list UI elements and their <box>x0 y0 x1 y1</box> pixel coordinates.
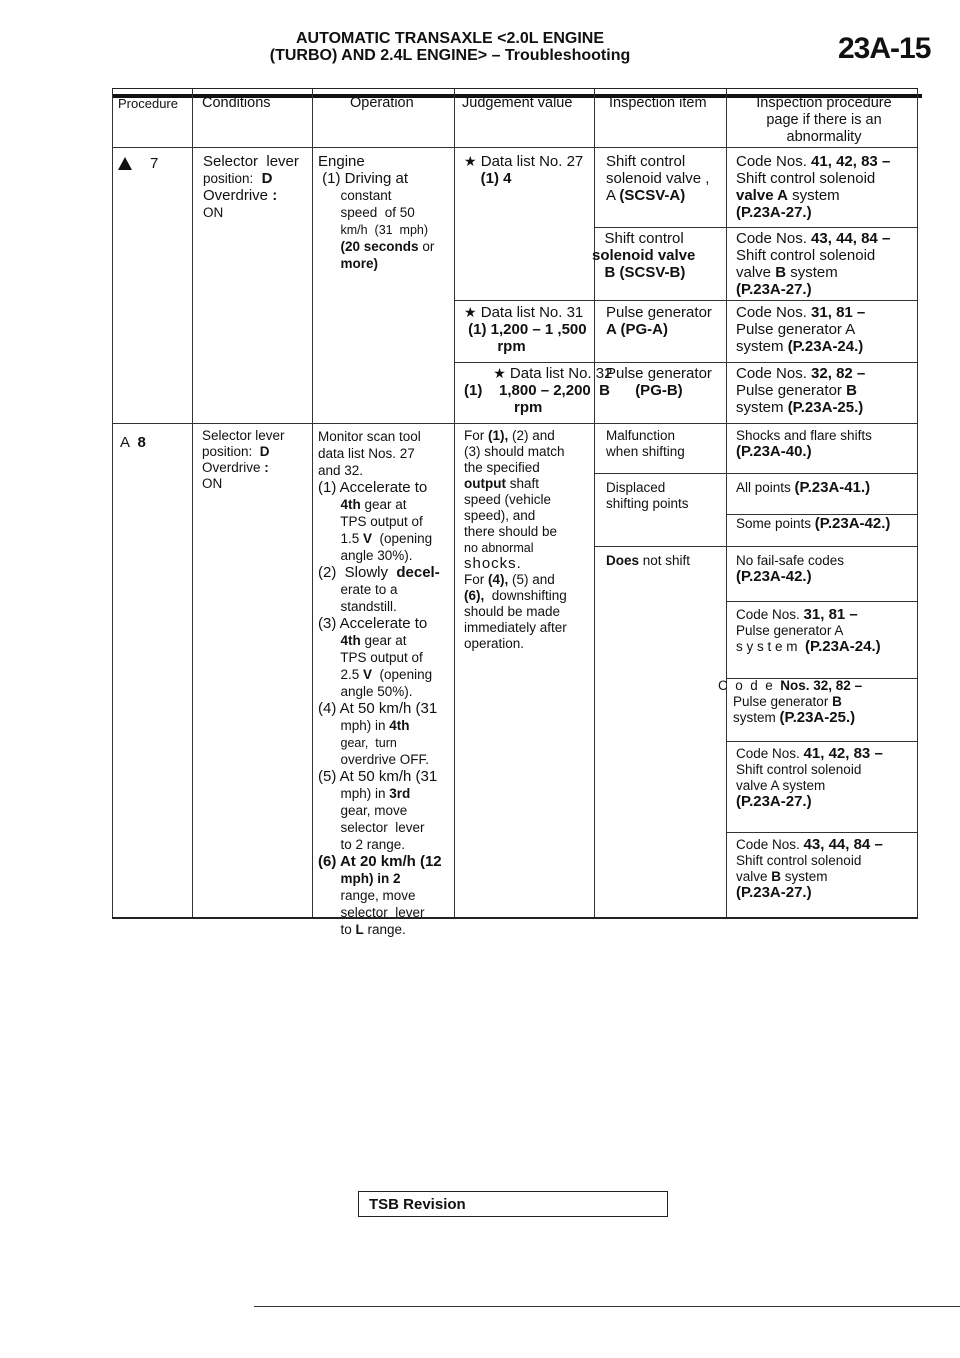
col-header-judgement: Judgement value <box>462 95 573 111</box>
cell-divider <box>594 227 918 228</box>
col-divider <box>312 89 313 917</box>
judgement-8: For (1), (2) and (3) should match the sp… <box>464 428 567 651</box>
judgement-7a: ★ Data list No. 27 (1) 4 <box>464 153 584 187</box>
operation-8: Monitor scan tool data list Nos. 27 and … <box>318 429 442 937</box>
col-header-procedure: Procedure <box>118 96 178 111</box>
tsb-revision-box: TSB Revision <box>358 1191 668 1217</box>
item-pg-a: Pulse generator A (PG-A) <box>606 304 712 338</box>
tsb-revision-label: TSB Revision <box>369 1196 466 1213</box>
col-header-inspection-item: Inspection item <box>609 95 707 111</box>
cell-divider <box>726 601 918 602</box>
proc-pg-b-2: C o d e Nos. 32, 82 – Pulse generator B … <box>718 678 863 726</box>
cell-divider <box>726 678 918 679</box>
cell-divider <box>454 362 918 363</box>
conditions-8: Selector lever position: D Overdrive : O… <box>202 428 285 491</box>
proc-scsv-b: Code Nos. 43, 44, 84 – Shift control sol… <box>736 230 891 298</box>
bottom-rule <box>254 1306 960 1307</box>
warning-triangle-icon <box>118 157 132 170</box>
proc-pg-b: Code Nos. 32, 82 – Pulse generator B sys… <box>736 365 866 416</box>
proc-scsv-a-2: Code Nos. 41, 42, 83 – Shift control sol… <box>736 745 883 810</box>
col-divider <box>192 89 193 917</box>
proc-no-failsafe: No fail-safe codes (P.23A-42.) <box>736 553 845 585</box>
col-divider <box>917 89 918 917</box>
page-number: 23A-15 <box>838 32 931 65</box>
col-divider <box>112 89 113 917</box>
proc-some-points: Some points (P.23A-42.) <box>736 515 891 532</box>
proc-scsv-b-2: Code Nos. 43, 44, 84 – Shift control sol… <box>736 836 883 901</box>
cell-divider <box>726 741 918 742</box>
header-title-line2: (TURBO) AND 2.4L ENGINE> – Troubleshooti… <box>269 47 631 64</box>
conditions-7: Selector lever position: D Overdrive : O… <box>203 153 299 220</box>
item-does-not-shift: Does not shift <box>606 553 691 568</box>
cell-divider <box>454 300 918 301</box>
col-header-conditions: Conditions <box>202 95 271 111</box>
cell-divider <box>726 832 918 833</box>
judgement-7c: ★ Data list No. 32 (1) 1,800 – 2,200 B r… <box>464 365 613 416</box>
cell-divider <box>594 473 918 474</box>
col-header-operation: Operation <box>350 95 414 111</box>
proc-pg-a: Code Nos. 31, 81 – Pulse generator A sys… <box>736 304 866 355</box>
cell-divider <box>726 514 918 515</box>
col-divider <box>454 89 455 917</box>
proc-all-points: All points (P.23A-41.) <box>736 479 871 496</box>
item-malfunction: Malfunction when shifting <box>606 428 685 459</box>
operation-7: Engine (1) Driving at constant speed of … <box>318 153 435 271</box>
proc-pg-a-2: Code Nos. 31, 81 – Pulse generator A s y… <box>736 606 881 655</box>
header-rule <box>112 94 922 98</box>
procedure-7: 7 <box>150 155 159 172</box>
header-divider <box>112 147 918 148</box>
item-scsv-a: Shift control solenoid valve , A (SCSV-A… <box>606 153 710 204</box>
item-displaced: Displaced shifting points <box>606 480 689 511</box>
col-divider <box>726 89 727 917</box>
item-scsv-b: Shift control solenoid valve B (SCSV-B) <box>592 230 696 281</box>
col-divider <box>594 89 595 917</box>
judgement-7b: ★ Data list No. 31 (1) 1,200 – 1 ,500 rp… <box>464 304 587 355</box>
item-pg-b: Pulse generator (PG-B) <box>606 365 712 399</box>
header-title-line1: AUTOMATIC TRANSAXLE <2.0L ENGINE <box>295 30 605 47</box>
proc-shocks: Shocks and flare shifts (P.23A-40.) <box>736 428 872 460</box>
troubleshooting-table: Procedure Conditions Operation Judgement… <box>112 88 918 937</box>
header-title: AUTOMATIC TRANSAXLE <2.0L ENGINE (TURBO)… <box>250 30 650 64</box>
row-divider <box>112 423 918 424</box>
procedure-8: A 8 <box>120 434 146 451</box>
proc-scsv-a: Code Nos. 41, 42, 83 – Shift control sol… <box>736 153 891 221</box>
cell-divider <box>594 546 918 547</box>
